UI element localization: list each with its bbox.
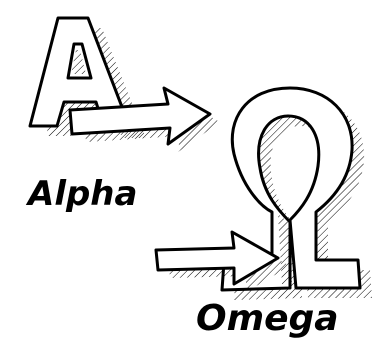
omega-label: Omega [196, 298, 339, 339]
alpha-label: Alpha [25, 174, 137, 214]
